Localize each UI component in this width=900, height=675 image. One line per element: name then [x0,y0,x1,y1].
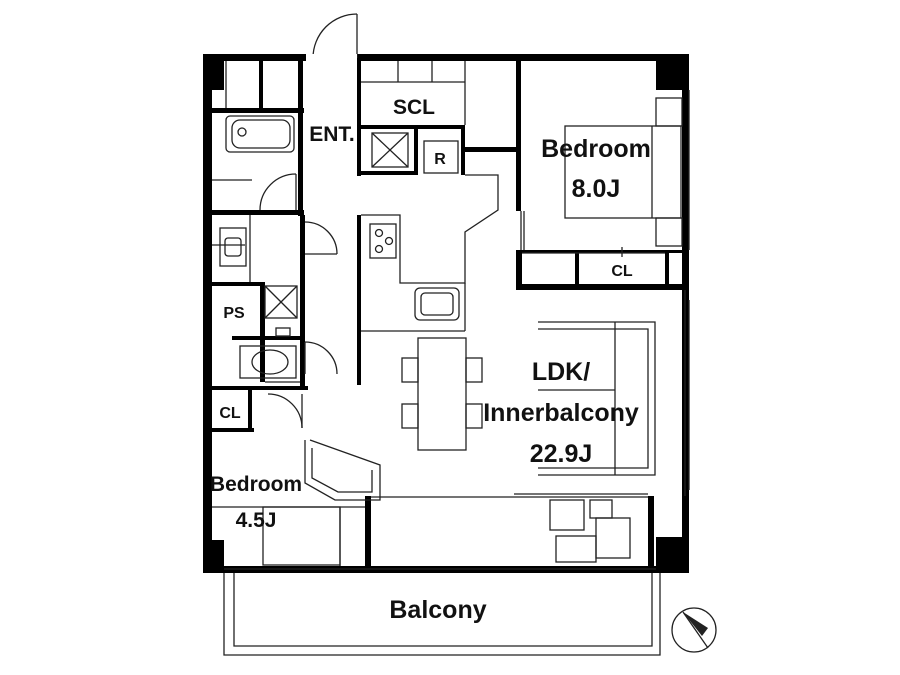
refrigerator-box [423,140,459,174]
pipe-space-label: PS [223,305,245,322]
room-labels: ENT. SCL R Bedroom 8.0J CL PS LDK/ Inner… [210,96,651,624]
refrigerator-label: R [434,151,446,168]
balcony-outline [223,573,661,656]
compass-icon [671,607,717,653]
stove-icon [369,223,397,259]
toilet-icon [239,327,297,379]
bedroom2-size: 4.5J [236,509,277,532]
bedroom1-closet-label: CL [611,263,633,280]
bedroom2-name: Bedroom [210,473,302,496]
bed-icon [564,97,683,247]
bedroom1-size: 8.0J [572,175,621,203]
thin-lines [212,61,690,570]
entrance-door-icon [306,13,358,59]
balcony-furniture [549,499,631,563]
bathtub-icon [225,115,295,153]
dining-table-icon [401,337,483,451]
ldk-label-line1: LDK/ [532,358,590,386]
washing-machine-icon [264,132,409,319]
sofa-icon [538,321,656,476]
doors [259,13,358,429]
ldk-size: 22.9J [530,440,593,468]
bedroom2-bed-icon [262,506,341,566]
balcony-label: Balcony [389,596,486,624]
bedroom1-name: Bedroom [541,135,651,163]
ldk-label-line2: Innerbalcony [483,399,639,427]
bedroom2-closet-label: CL [219,405,241,422]
washbasin-icon [219,227,247,267]
entrance-label: ENT. [309,123,355,146]
kitchen-sink-icon [414,287,460,321]
interior-walls [212,61,682,570]
shoe-closet-label: SCL [393,96,435,119]
